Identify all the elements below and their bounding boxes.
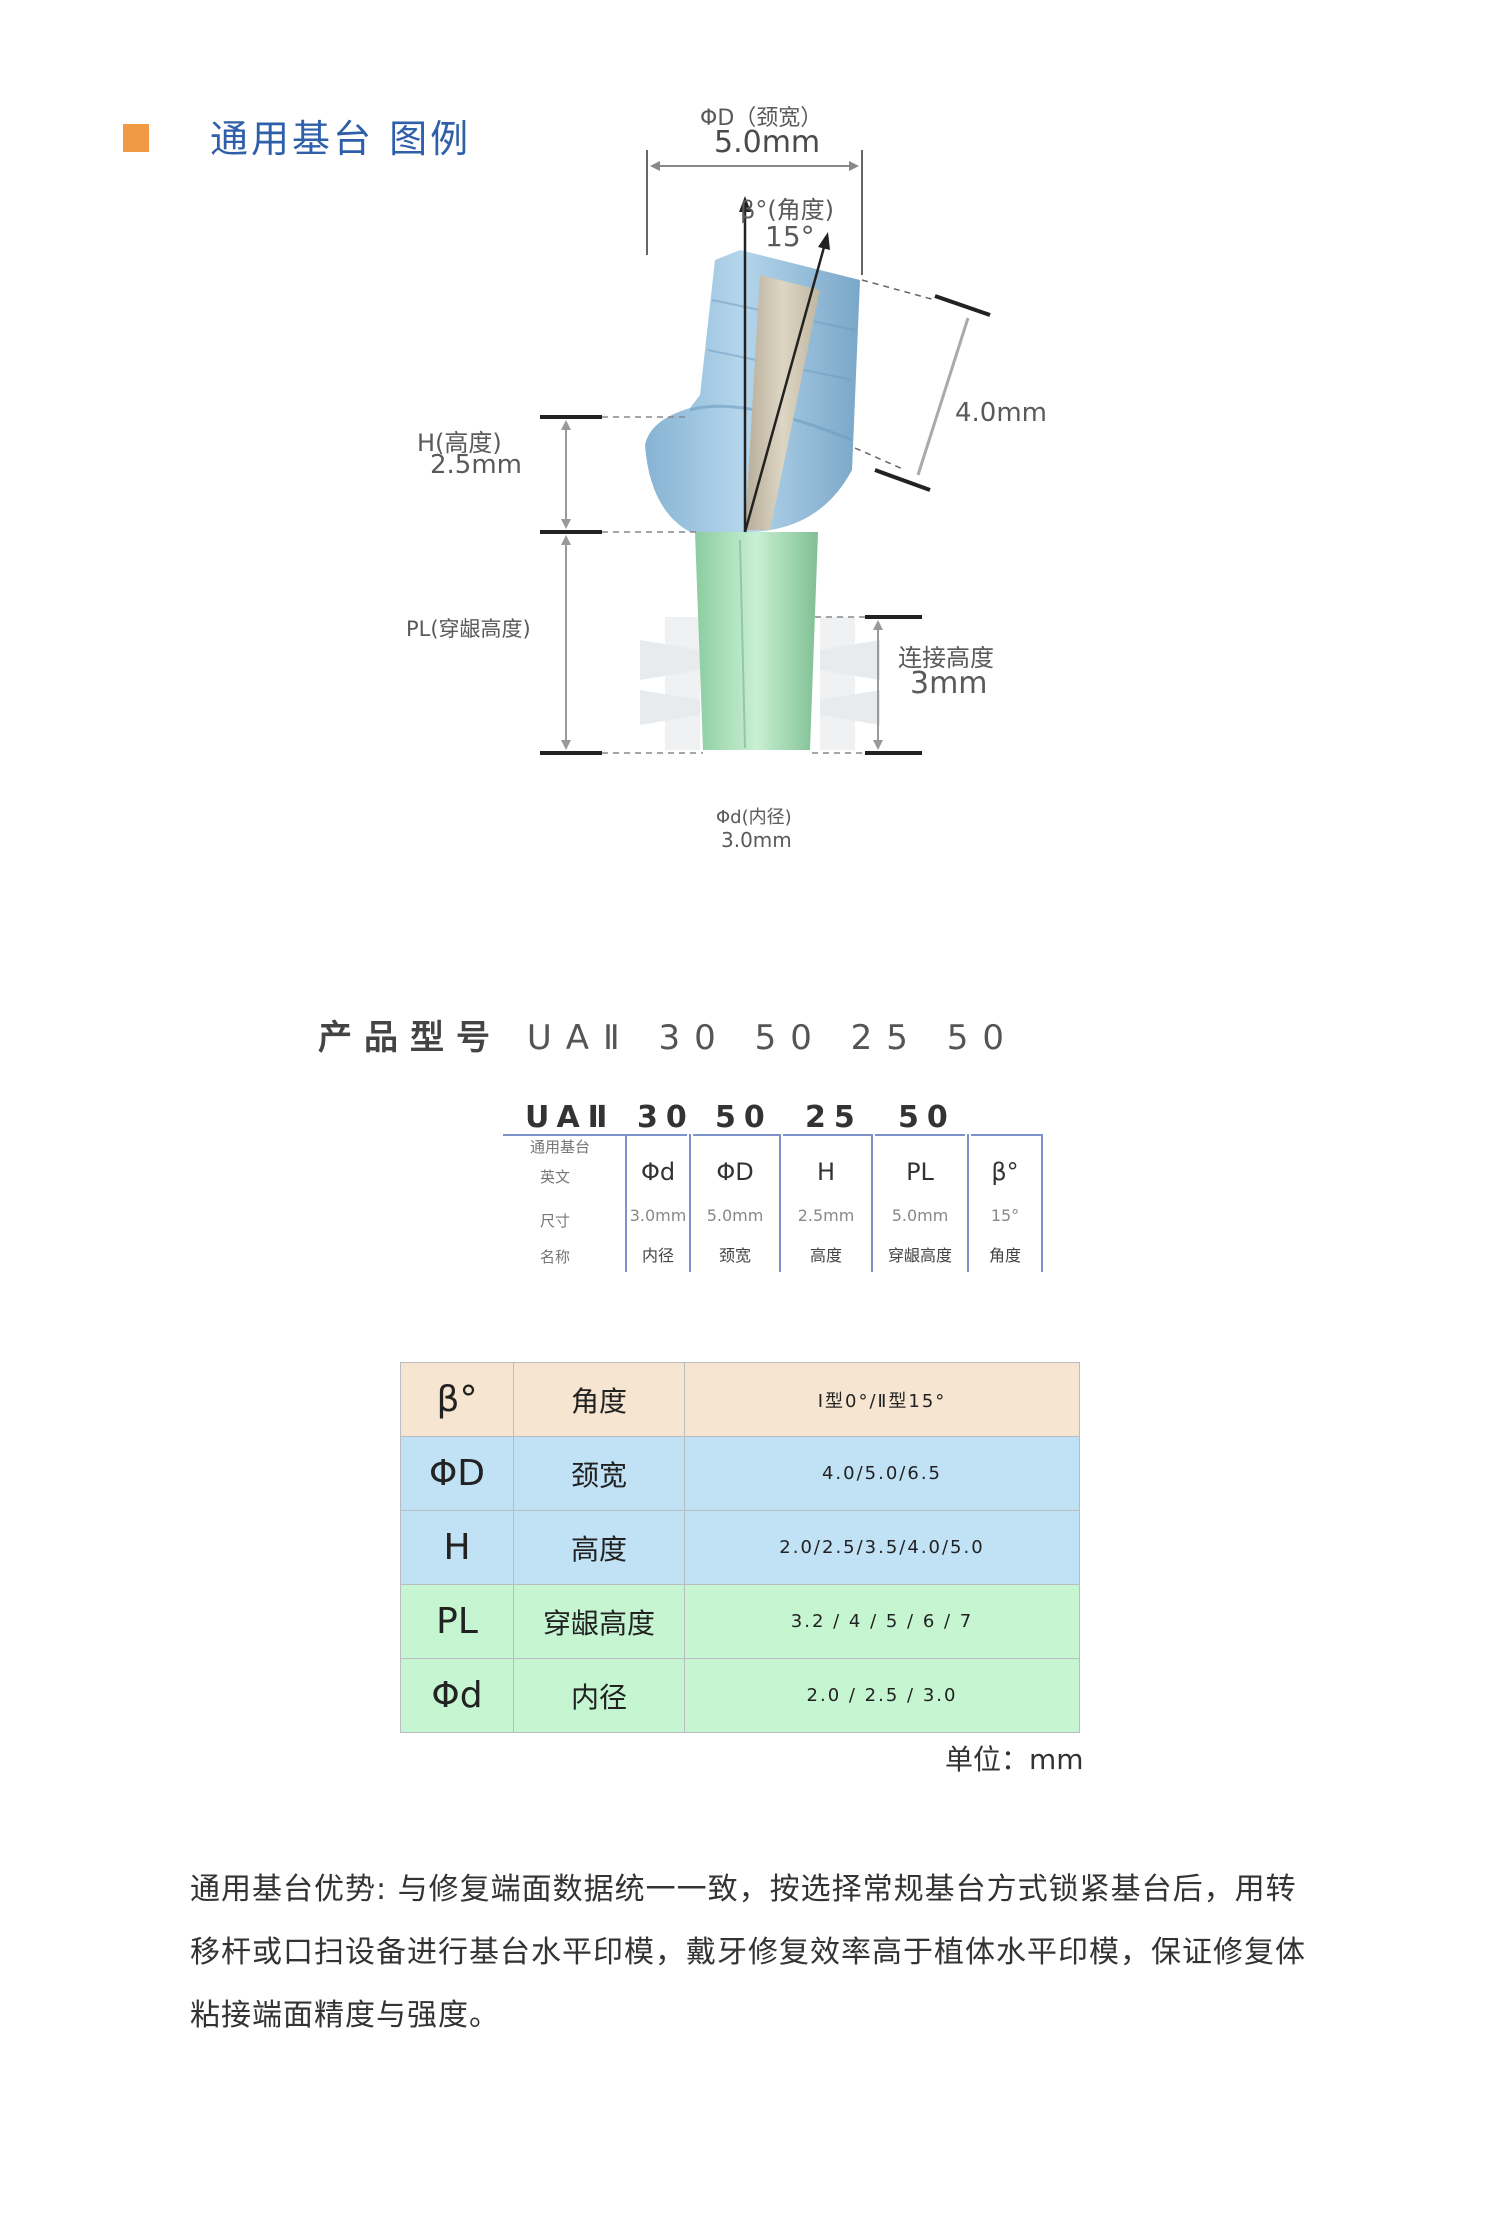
- divider: [779, 1134, 781, 1272]
- row-name: 穿龈高度: [513, 1584, 685, 1659]
- table-row: Φd 内径 2.0 / 2.5 / 3.0: [400, 1658, 1080, 1733]
- abutment-diagram: ΦD（颈宽） 5.0mm β°(角度) 15° 4.0mm H(高度) 2.5m…: [0, 0, 1494, 900]
- neck-width-value: 5.0mm: [714, 125, 821, 160]
- col-neck-width-name: 颈宽: [718, 1246, 751, 1265]
- connection-height-value: 3mm: [910, 666, 988, 701]
- connection-height-label: 连接高度: [898, 644, 994, 672]
- col-height-name: 高度: [809, 1246, 842, 1265]
- row-value: Ⅰ型0°/Ⅱ型15°: [684, 1362, 1080, 1437]
- model-number: 产品型号 UAⅡ 30 50 25 50: [318, 1010, 1018, 1059]
- row-name: 内径: [513, 1658, 685, 1733]
- top-height-value: 4.0mm: [955, 398, 1048, 428]
- row-symbol: H: [400, 1510, 514, 1585]
- col-inner-diameter-size: 3.0mm: [629, 1206, 687, 1225]
- row-name: 高度: [513, 1510, 685, 1585]
- row-value: 4.0/5.0/6.5: [684, 1436, 1080, 1511]
- col-height-en: H: [816, 1158, 836, 1186]
- inner-diameter-label: Φd(内径): [716, 807, 792, 828]
- angle-label: β°(角度): [740, 196, 835, 224]
- col-angle-en: β°: [991, 1158, 1019, 1186]
- model-code: UAⅡ 30 50 25 50: [526, 1018, 1018, 1058]
- model-breakdown: UAⅡ 30 50 25 50 通用基台 英文 尺寸 名称 Φd 3.0mm 内…: [495, 1100, 1055, 1272]
- implant-threads: [640, 617, 880, 750]
- divider: [967, 1134, 969, 1272]
- row-label-size: 尺寸: [539, 1212, 570, 1230]
- row-value: 2.0/2.5/3.5/4.0/5.0: [684, 1510, 1080, 1585]
- underline-series: [503, 1134, 627, 1136]
- divider: [625, 1134, 627, 1272]
- divider: [1041, 1134, 1043, 1272]
- model-label: 产品型号: [318, 1018, 502, 1058]
- code-gingival-height: 50: [898, 1100, 956, 1135]
- underline-inner-diameter: [627, 1134, 687, 1136]
- table-row: ΦD 颈宽 4.0/5.0/6.5: [400, 1436, 1080, 1511]
- neck-width-label: ΦD（颈宽）: [700, 106, 823, 131]
- row-label-name: 名称: [539, 1248, 570, 1266]
- col-gingival-height-name: 穿龈高度: [887, 1246, 952, 1265]
- height-value: 2.5mm: [430, 450, 523, 480]
- gingival-height-label: PL(穿龈高度): [406, 617, 531, 641]
- row-name: 角度: [513, 1362, 685, 1437]
- col-gingival-height-en: PL: [906, 1158, 934, 1186]
- row-name: 颈宽: [513, 1436, 685, 1511]
- col-inner-diameter-name: 内径: [641, 1246, 674, 1265]
- col-height-size: 2.5mm: [797, 1206, 855, 1225]
- unit-note: 单位：mm: [945, 1743, 1084, 1776]
- spec-table: β° 角度 Ⅰ型0°/Ⅱ型15° ΦD 颈宽 4.0/5.0/6.5 H 高度 …: [400, 1362, 1080, 1733]
- row-label-english: 英文: [539, 1168, 570, 1186]
- code-series: UAⅡ: [525, 1100, 616, 1135]
- table-row: PL 穿龈高度 3.2 / 4 / 5 / 6 / 7: [400, 1584, 1080, 1659]
- inner-diameter-value: 3.0mm: [721, 828, 792, 852]
- green-post: [695, 532, 818, 750]
- abutment-illustration: [540, 150, 991, 755]
- col-angle-name: 角度: [988, 1246, 1021, 1265]
- row-value: 2.0 / 2.5 / 3.0: [684, 1658, 1080, 1733]
- height-label: H(高度): [417, 429, 502, 457]
- code-inner-diameter: 30: [637, 1100, 695, 1135]
- code-height: 25: [805, 1100, 863, 1135]
- row-symbol: PL: [400, 1584, 514, 1659]
- col-neck-width-size: 5.0mm: [706, 1206, 764, 1225]
- angled-head: [645, 250, 860, 532]
- table-row: H 高度 2.0/2.5/3.5/4.0/5.0: [400, 1510, 1080, 1585]
- underline-neck-width: [693, 1134, 779, 1136]
- underline-angle: [971, 1134, 1043, 1136]
- section-title: 通用基台 图例: [210, 117, 472, 161]
- underline-gingival-height: [875, 1134, 965, 1136]
- divider: [689, 1134, 691, 1272]
- table-row: β° 角度 Ⅰ型0°/Ⅱ型15°: [400, 1362, 1080, 1437]
- row-symbol: ΦD: [400, 1436, 514, 1511]
- divider: [871, 1134, 873, 1272]
- col-neck-width-en: ΦD: [716, 1158, 754, 1186]
- row-symbol: β°: [400, 1362, 514, 1437]
- code-neck-width: 50: [715, 1100, 773, 1135]
- advantage-paragraph: 通用基台优势: 与修复端面数据统一一致，按选择常规基台方式锁紧基台后，用转移杆或…: [190, 1872, 1306, 2033]
- col-gingival-height-size: 5.0mm: [891, 1206, 949, 1225]
- angle-value: 15°: [765, 220, 815, 253]
- section-marker: [123, 124, 149, 152]
- col-angle-size: 15°: [990, 1206, 1020, 1225]
- row-value: 3.2 / 4 / 5 / 6 / 7: [684, 1584, 1080, 1659]
- row-label-series: 通用基台: [529, 1138, 590, 1156]
- row-symbol: Φd: [400, 1658, 514, 1733]
- col-inner-diameter-en: Φd: [640, 1158, 676, 1186]
- underline-height: [783, 1134, 871, 1136]
